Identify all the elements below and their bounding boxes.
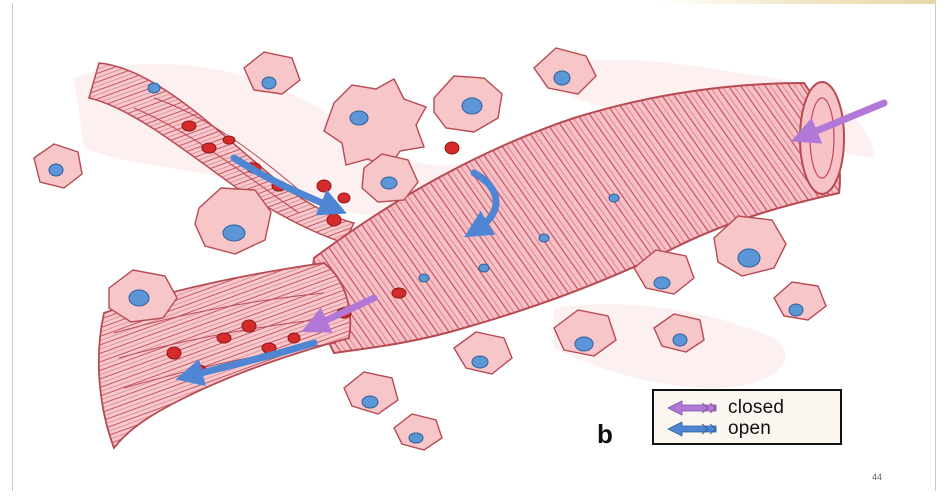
- legend-item-open: open: [664, 418, 771, 440]
- legend-item-closed: closed: [664, 397, 784, 419]
- purple-arrow-icon: [664, 400, 720, 416]
- legend-label-open: open: [728, 418, 771, 440]
- blue-arrow-icon: [664, 421, 720, 437]
- panel-letter: b: [597, 419, 613, 450]
- legend-box: closed open: [652, 389, 842, 445]
- page-number: 44: [872, 472, 882, 482]
- legend-label-closed: closed: [728, 397, 784, 419]
